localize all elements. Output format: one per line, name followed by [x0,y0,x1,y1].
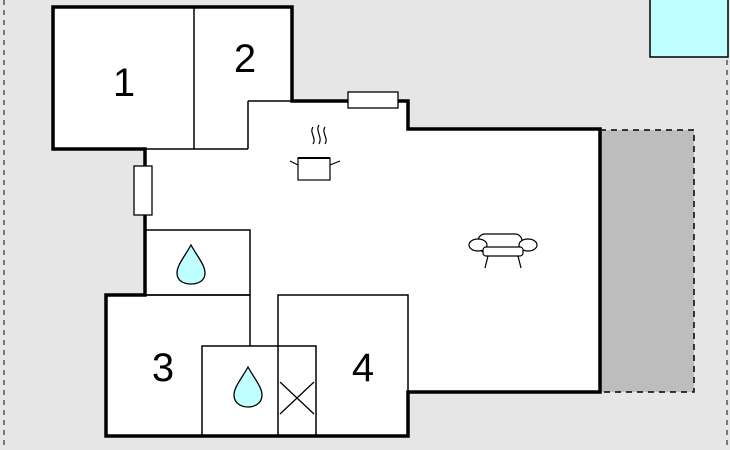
room-number-2: 2 [234,37,256,81]
wall-room4 [277,294,409,392]
bathroom-lower-walls [201,345,317,437]
water-drop-icon [176,243,206,285]
pool [649,0,729,58]
room-number-3: 3 [152,346,174,390]
terrace [599,129,695,393]
window-icon [133,165,153,216]
stair-cross-icon [279,381,315,415]
water-drop-icon [233,365,263,408]
room-number-1: 1 [113,61,135,105]
window-icon [347,91,399,109]
sofa-icon [468,233,538,269]
room-number-4: 4 [352,346,374,390]
kitchen-pot-icon [289,124,341,181]
